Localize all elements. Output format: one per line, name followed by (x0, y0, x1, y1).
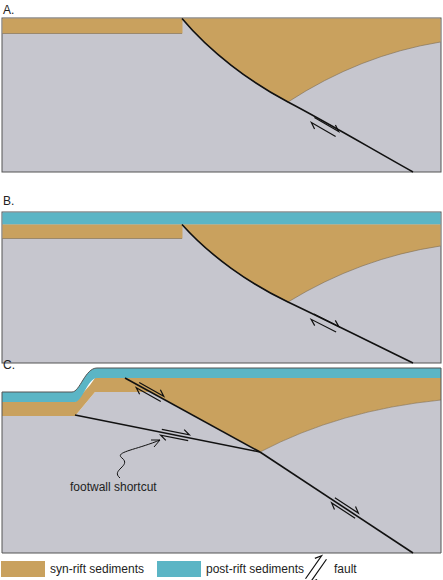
panel-letter: A. (3, 3, 14, 17)
legend-swatch (1, 561, 45, 577)
legend-label: syn-rift sediments (50, 562, 144, 576)
panel-c (2, 368, 441, 553)
panel-letter: B. (3, 194, 14, 208)
legend-label: fault (334, 562, 357, 576)
panel-letter: C. (3, 358, 15, 372)
fault-legend-symbol (302, 554, 330, 580)
panel-a (2, 18, 441, 172)
callout-label: footwall shortcut (70, 480, 157, 494)
panel-b (2, 212, 441, 363)
legend-label: post-rift sediments (206, 562, 304, 576)
legend-swatch (157, 561, 201, 577)
